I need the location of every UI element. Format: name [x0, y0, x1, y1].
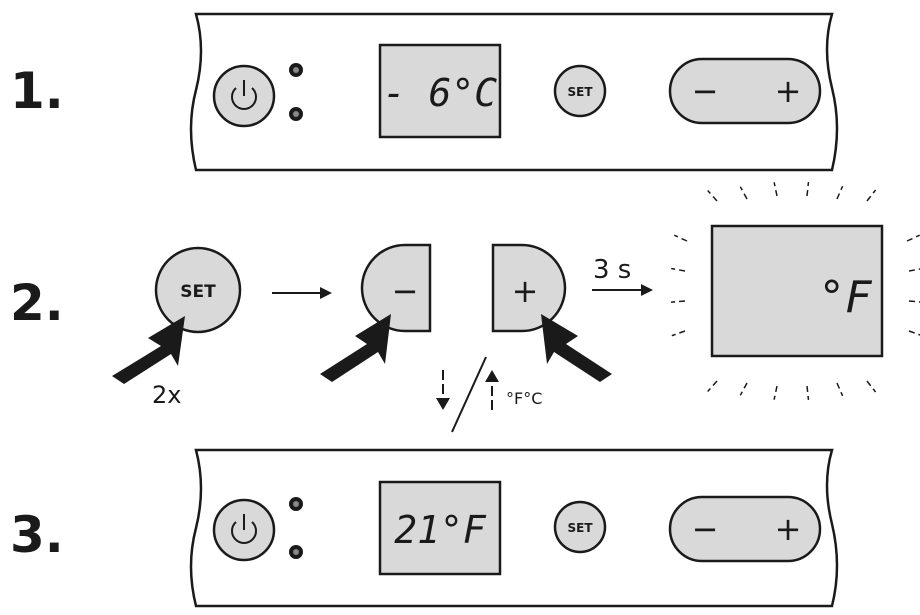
arrow-right-icon: [592, 284, 653, 296]
indicator-dot-icon: [289, 497, 303, 511]
step-3-number: 3.: [10, 506, 64, 564]
minus-button[interactable]: −: [692, 510, 719, 548]
lcd-display-blinking: [710, 224, 884, 358]
set-button-label: SET: [180, 282, 216, 302]
blink-ray: [673, 234, 688, 242]
blink-ray: [806, 181, 810, 197]
press-count-label: 2x: [152, 381, 181, 409]
plus-label: +: [512, 272, 539, 310]
set-button-label: SET: [567, 521, 593, 535]
step-2-number: 2.: [10, 274, 64, 332]
blink-ray: [908, 300, 920, 303]
blink-ray: [806, 385, 810, 401]
unit-toggle-label: °F°C: [506, 389, 542, 408]
plus-button[interactable]: [491, 243, 567, 333]
set-button[interactable]: [553, 64, 607, 118]
set-button[interactable]: [553, 500, 607, 554]
blink-ray: [671, 267, 686, 272]
blink-ray: [670, 300, 686, 303]
control-panel-step-1: - 6°C SET − +: [189, 12, 839, 172]
blink-ray: [671, 330, 686, 337]
set-button[interactable]: [154, 246, 242, 334]
minus-plus-rocker[interactable]: [668, 495, 822, 563]
minus-plus-rocker[interactable]: [668, 57, 822, 125]
blink-ray: [906, 234, 920, 242]
up-arrow-icon: [485, 370, 499, 410]
blink-ray: [739, 382, 748, 396]
indicator-dot-icon: [289, 107, 303, 121]
blink-ray: [908, 268, 920, 272]
blink-ray: [866, 380, 877, 393]
display-text: - 6°C: [383, 71, 498, 115]
toggle-separator: [451, 356, 487, 433]
blink-ray: [836, 382, 844, 397]
hold-time-label: 3 s: [593, 255, 631, 285]
panel-body: [189, 12, 839, 172]
down-arrow-icon: [436, 370, 450, 410]
indicator-dot-icon: [289, 545, 303, 559]
press-arrow-icon: [541, 314, 612, 382]
press-arrow-icon: [320, 314, 391, 382]
minus-label: −: [392, 272, 419, 310]
panel-body: [189, 448, 839, 608]
set-button-label: SET: [567, 85, 593, 99]
blink-rays: [670, 181, 920, 401]
blink-ray: [773, 385, 778, 400]
blink-ray: [866, 189, 877, 202]
arrow-right-icon: [272, 287, 332, 299]
blink-ray: [773, 182, 778, 197]
power-icon: [231, 514, 257, 544]
blink-ray: [739, 186, 748, 200]
power-icon: [231, 80, 257, 110]
display-text: °F: [819, 272, 873, 323]
indicator-dot-icon: [289, 63, 303, 77]
step-1-number: 1.: [10, 62, 64, 120]
minus-button[interactable]: [360, 243, 432, 333]
display-text: 21°F: [394, 508, 487, 552]
press-arrow-icon: [112, 316, 185, 384]
blink-ray: [707, 190, 718, 202]
minus-button[interactable]: −: [692, 72, 719, 110]
lcd-display: [378, 480, 502, 576]
lcd-display: [378, 43, 502, 139]
blink-ray: [908, 330, 920, 336]
control-panel-step-3: 21°F SET − +: [189, 448, 839, 608]
blink-ray: [836, 185, 844, 200]
plus-button[interactable]: +: [775, 72, 802, 110]
blink-ray: [707, 380, 718, 392]
plus-button[interactable]: +: [775, 510, 802, 548]
